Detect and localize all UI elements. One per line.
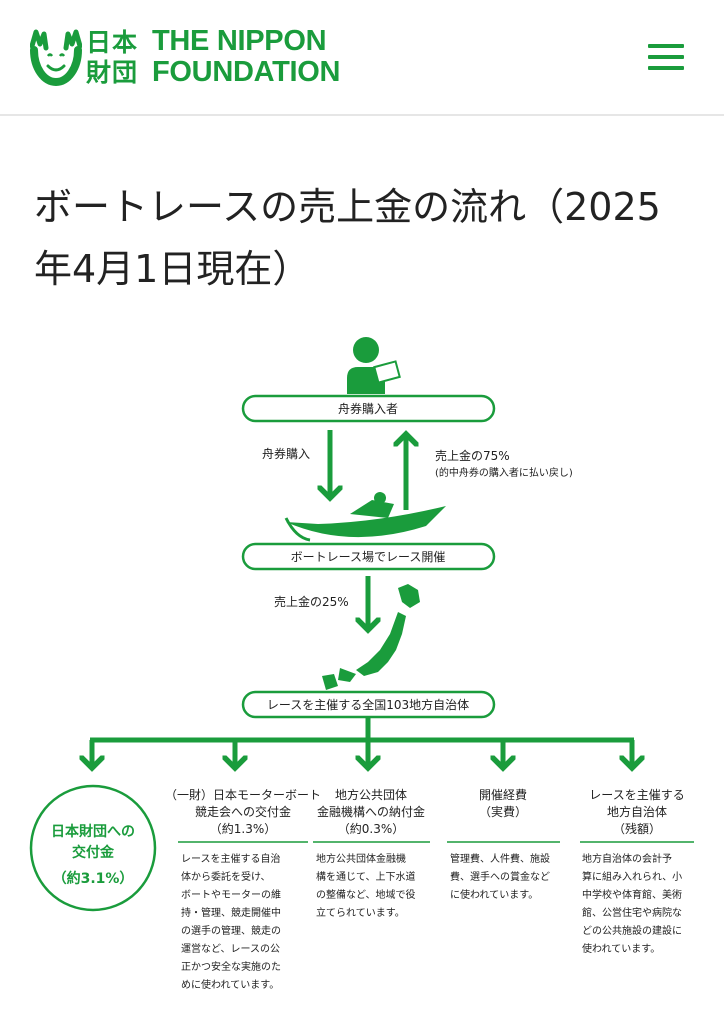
branch-2-title-1: 地方公共団体 bbox=[335, 787, 407, 802]
branch-4-desc-2: 算に組み入れられ、小 bbox=[582, 870, 682, 883]
branch-operating-costs: 開催経費 （実費） 管理費、人件費、施設 費、選手への賞金など に使われています… bbox=[447, 787, 560, 901]
branch-3-desc-3: に使われています。 bbox=[450, 888, 538, 901]
branch-1-desc-1: レースを主催する自治 bbox=[181, 852, 281, 865]
menu-bar-bottom bbox=[648, 66, 684, 70]
branch-motorboat-association: （一財）日本モーターボート 競走会への交付金 （約1.3%） レースを主催する自… bbox=[165, 787, 321, 991]
boat-icon bbox=[284, 492, 446, 542]
branch-3-desc-2: 費、選手への賞金など bbox=[450, 870, 550, 883]
purchaser-box: 舟券購入者 bbox=[241, 394, 496, 423]
branch-2-desc-1: 地方公共団体金融機 bbox=[316, 852, 406, 865]
payout-label: 売上金の75% bbox=[435, 448, 510, 463]
branch-2-title-3: （約0.3%） bbox=[338, 821, 405, 836]
purchaser-label: 舟券購入者 bbox=[338, 401, 398, 416]
branch-4-title-1: レースを主催する bbox=[589, 788, 684, 802]
logo-jp-label: 日本財団 bbox=[86, 28, 139, 87]
share-label: 売上金の25% bbox=[274, 594, 349, 609]
branch-1-title-1: （一財）日本モーターボート bbox=[165, 787, 321, 802]
branch-4-desc-5: どの公共施設の建設に bbox=[582, 924, 682, 937]
branch-1-desc-7: 正かつ安全な実施のた bbox=[181, 960, 281, 973]
branch-4-desc-6: 使われています。 bbox=[582, 942, 660, 955]
branch-1-desc-5: の選手の管理、競走の bbox=[181, 924, 281, 937]
branch-4-title-3: （残額） bbox=[613, 822, 661, 836]
nippon-grant-line2: 交付金 bbox=[72, 844, 115, 861]
purchaser-person-icon bbox=[347, 337, 401, 394]
branch-1-title-2: 競走会への交付金 bbox=[195, 804, 291, 819]
logo-en-line2: FOUNDATION bbox=[152, 56, 341, 88]
branch-1-desc-3: ボートやモーターの維 bbox=[181, 888, 281, 901]
branch-2-desc-3: の整備など、地域で役 bbox=[316, 888, 416, 901]
hamburger-menu-icon[interactable] bbox=[644, 40, 686, 74]
municipalities-box: レースを主催する全国103地方自治体 bbox=[241, 690, 496, 719]
smile-face-icon bbox=[30, 29, 82, 86]
branch-2-desc-2: 構を通じて、上下水道 bbox=[316, 870, 416, 883]
branch-4-desc-3: 中学校や体育館、美術 bbox=[582, 888, 682, 901]
branch-municipal-finance: 地方公共団体 金融機構への納付金 （約0.3%） 地方公共団体金融機 構を通じて… bbox=[313, 787, 430, 919]
branch-3-title-1: 開催経費 bbox=[479, 787, 527, 802]
venue-label: ボートレース場でレース開催 bbox=[291, 550, 446, 564]
purchase-label: 舟券購入 bbox=[262, 446, 310, 461]
municipalities-label: レースを主催する全国103地方自治体 bbox=[267, 697, 469, 712]
branch-3-desc-1: 管理費、人件費、施設 bbox=[450, 852, 550, 865]
nippon-foundation-logo[interactable]: 日本財団 THE NIPPON FOUNDATION bbox=[30, 26, 360, 92]
branch-4-desc-1: 地方自治体の会計予 bbox=[582, 852, 672, 865]
venue-box: ボートレース場でレース開催 bbox=[241, 542, 496, 571]
branch-2-desc-4: 立てられています。 bbox=[316, 906, 405, 919]
logo-japanese-text: 日本財団 bbox=[86, 28, 146, 88]
page-title: ボートレースの売上金の流れ（2025年4月1日現在） bbox=[34, 185, 661, 291]
payout-note: (的中舟券の購入者に払い戻し) bbox=[435, 466, 573, 479]
branch-2-title-2: 金融機構への納付金 bbox=[317, 804, 425, 819]
branch-1-desc-6: 運営など、レースの公 bbox=[181, 942, 280, 955]
branch-3-title-2: （実費） bbox=[479, 804, 527, 819]
nippon-foundation-grant-circle: 日本財団への 交付金 （約3.1%） bbox=[29, 784, 157, 912]
sales-flow-diagram: 舟券購入者 舟券購入 売上金の75% (的中舟券の購入者に払い戻し) ボートレー… bbox=[29, 337, 694, 991]
japan-map-icon bbox=[322, 584, 420, 690]
branch-1-title-3: （約1.3%） bbox=[210, 821, 277, 836]
menu-bar-top bbox=[648, 44, 684, 48]
nippon-grant-line3: （約3.1%） bbox=[53, 870, 134, 887]
branch-1-desc-4: 持・管理、競走開催中 bbox=[181, 906, 281, 919]
branch-4-title-2: 地方自治体 bbox=[607, 804, 667, 819]
branch-host-municipality: レースを主催する 地方自治体 （残額） 地方自治体の会計予 算に組み入れられ、小… bbox=[580, 788, 694, 955]
branch-4-desc-4: 館、公営住宅や病院な bbox=[582, 906, 682, 919]
nippon-grant-line1: 日本財団への bbox=[51, 823, 135, 840]
site-header: 日本財団 THE NIPPON FOUNDATION bbox=[0, 0, 724, 116]
logo-english-text: THE NIPPON FOUNDATION bbox=[152, 26, 340, 88]
logo-en-line1: THE NIPPON bbox=[152, 25, 327, 57]
branch-1-desc-8: めに使われています。 bbox=[181, 978, 279, 991]
branch-1-desc-2: 体から委託を受け、 bbox=[181, 870, 271, 883]
menu-bar-middle bbox=[648, 55, 684, 59]
